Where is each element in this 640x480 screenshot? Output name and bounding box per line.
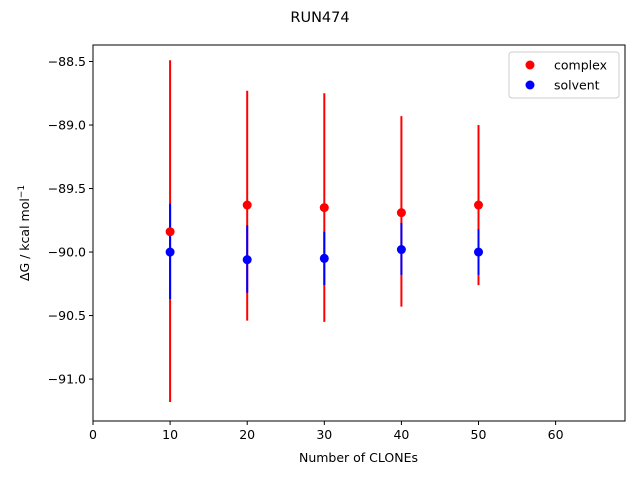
- x-tick-label: 30: [316, 427, 332, 442]
- complex-point: [396, 208, 406, 218]
- points-layer: [165, 200, 484, 265]
- y-tick-label: −90.5: [48, 308, 86, 323]
- legend-label-solvent: solvent: [554, 78, 600, 93]
- y-tick-label: −91.0: [48, 372, 86, 387]
- legend-marker-complex: [525, 60, 535, 70]
- y-tick-label: −89.0: [48, 118, 86, 133]
- y-tick-label: −90.0: [48, 245, 86, 260]
- y-axis-label-sup: −1: [17, 185, 27, 198]
- legend-box: [508, 51, 620, 99]
- y-tick-label: −88.5: [48, 54, 86, 69]
- x-tick-label: 50: [471, 427, 487, 442]
- x-tick-label: 60: [548, 427, 564, 442]
- solvent-point: [474, 247, 484, 257]
- solvent-point: [396, 245, 406, 255]
- x-tick-label: 40: [393, 427, 409, 442]
- x-tick-label: 0: [89, 427, 97, 442]
- complex-point: [319, 203, 329, 213]
- x-tick-label: 20: [239, 427, 255, 442]
- complex-point: [242, 200, 252, 210]
- solvent-point: [319, 253, 329, 263]
- legend-marker-solvent: [525, 80, 535, 90]
- complex-point: [165, 227, 175, 237]
- y-axis-label: ΔG / kcal mol−1: [17, 185, 32, 281]
- legend: complex solvent: [508, 51, 620, 99]
- error-bars-layer: [169, 60, 480, 402]
- y-tick-label: −89.5: [48, 181, 86, 196]
- solvent-point: [242, 255, 252, 265]
- x-axis-label: Number of CLONEs: [299, 450, 418, 465]
- axes-layer: 0 10 20 30 40 50 60 −91.0 −90.5 −90.0 −89.5 −89.0 −8…: [48, 44, 626, 442]
- solvent-point: [165, 247, 175, 257]
- x-tick-label: 10: [162, 427, 178, 442]
- complex-point: [474, 200, 484, 210]
- legend-label-complex: complex: [554, 58, 607, 73]
- y-axis-label-main: ΔG / kcal mol: [17, 198, 32, 281]
- plot-frame: [92, 44, 626, 422]
- chart-title: RUN474: [290, 10, 349, 26]
